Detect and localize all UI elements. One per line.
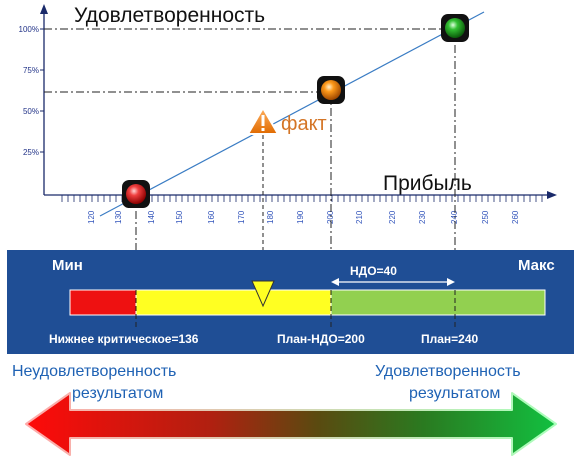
bar-red-segment bbox=[69, 289, 137, 316]
x-tick-label: 220 bbox=[388, 210, 397, 224]
right-caption-line2: результатом bbox=[409, 385, 500, 402]
captions: Неудовлетворенность результатом Удовлетв… bbox=[12, 363, 521, 402]
plan-ndo-label: План-НДО=200 bbox=[277, 332, 365, 346]
y-tick-label: 25% bbox=[23, 148, 39, 157]
x-tick-label: 200 bbox=[326, 210, 335, 224]
x-axis-title: Прибыль bbox=[383, 172, 472, 195]
x-tick-label: 170 bbox=[237, 210, 246, 224]
fact-pointer bbox=[251, 280, 275, 308]
x-tick-label: 120 bbox=[87, 210, 96, 224]
x-tick-label: 210 bbox=[355, 210, 364, 224]
x-tick-label: 250 bbox=[481, 210, 490, 224]
red-light-marker bbox=[122, 180, 150, 208]
x-tick-label: 230 bbox=[418, 210, 427, 224]
trend-line bbox=[99, 11, 485, 217]
chart-area: 100% 75% 50% 25% Удовлетворенность 120 1… bbox=[19, 4, 557, 330]
y-tick-label: 100% bbox=[19, 25, 39, 34]
right-caption-line1: Удовлетворенность bbox=[375, 363, 521, 380]
x-tick-label: 130 bbox=[114, 210, 123, 224]
max-label: Макс bbox=[518, 257, 555, 274]
x-tick-label: 150 bbox=[175, 210, 184, 224]
y-axis-arrowhead bbox=[40, 4, 48, 14]
warning-icon bbox=[247, 107, 279, 135]
orange-light-marker bbox=[317, 76, 345, 104]
x-tick-label: 190 bbox=[296, 210, 305, 224]
y-tick-label: 75% bbox=[23, 66, 39, 75]
x-tick-label: 140 bbox=[147, 210, 156, 224]
x-axis-arrowhead bbox=[547, 191, 557, 199]
fact-label: факт bbox=[281, 113, 327, 135]
min-label: Мин bbox=[52, 257, 83, 274]
low-critical-label: Нижнее критическое=136 bbox=[49, 332, 199, 346]
ndo-label: НДО=40 bbox=[350, 264, 397, 278]
x-tick-label: 260 bbox=[511, 210, 520, 224]
x-axis-tick-labels: 120 130 140 150 160 170 180 190 200 210 … bbox=[87, 210, 520, 224]
x-tick-label: 180 bbox=[266, 210, 275, 224]
y-axis-title: Удовлетворенность bbox=[74, 4, 265, 27]
bar-green-segment bbox=[330, 289, 546, 316]
plan-label: План=240 bbox=[421, 332, 479, 346]
green-light-marker bbox=[441, 14, 469, 42]
gradient-double-arrow bbox=[25, 392, 557, 456]
left-caption-line2: результатом bbox=[72, 385, 163, 402]
ndo-dimension bbox=[331, 278, 455, 286]
y-axis-ticks: 100% 75% 50% 25% bbox=[19, 25, 44, 157]
left-caption-line1: Неудовлетворенность bbox=[12, 363, 176, 380]
x-tick-label: 160 bbox=[207, 210, 216, 224]
scale-panel: Мин Макс НДО=40 Нижнее критическое=136 П… bbox=[7, 250, 574, 354]
bar-yellow-segment bbox=[135, 289, 332, 316]
y-tick-label: 50% bbox=[23, 107, 39, 116]
